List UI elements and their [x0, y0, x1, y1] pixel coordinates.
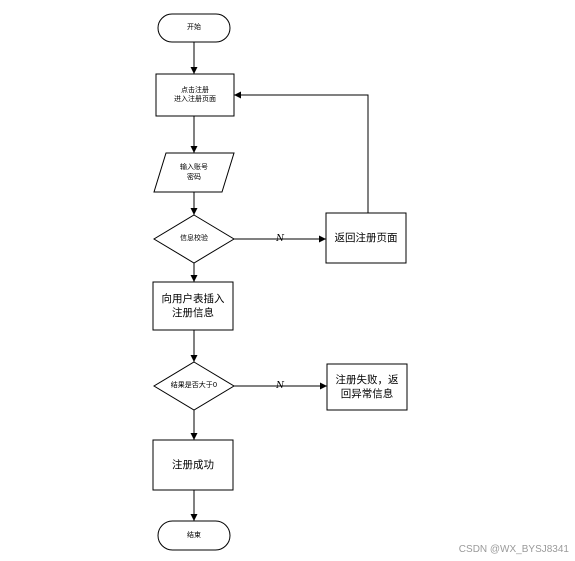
click-register-box — [155, 73, 235, 117]
start-label: 开始 — [187, 23, 201, 32]
insert-user-label: 向用户表插入 注册信息 — [161, 292, 225, 319]
edge-label-no-verify: N — [276, 233, 284, 244]
input-credentials-label: 输入账号 密码 — [180, 163, 208, 181]
arrow-return-to-click — [234, 91, 369, 213]
insert-user-box — [152, 281, 234, 331]
return-register-label: 返回注册页面 — [334, 231, 398, 244]
success-label: 注册成功 — [172, 458, 214, 471]
watermark: CSDN @WX_BYSJ8341 — [458, 544, 569, 555]
input-credentials-parallelogram — [153, 152, 235, 193]
fail-message-box — [326, 363, 408, 411]
fail-message-label: 注册失败，返 回异常信息 — [335, 373, 399, 400]
return-register-box — [325, 212, 407, 264]
success-box — [152, 439, 234, 491]
result-check-label: 结果是否大于0 — [170, 381, 218, 390]
edge-label-no-result: N — [276, 380, 284, 391]
end-label: 结束 — [187, 530, 201, 539]
verify-label: 信息校验 — [180, 234, 208, 243]
click-register-label: 点击注册 进入注册页面 — [174, 85, 216, 103]
